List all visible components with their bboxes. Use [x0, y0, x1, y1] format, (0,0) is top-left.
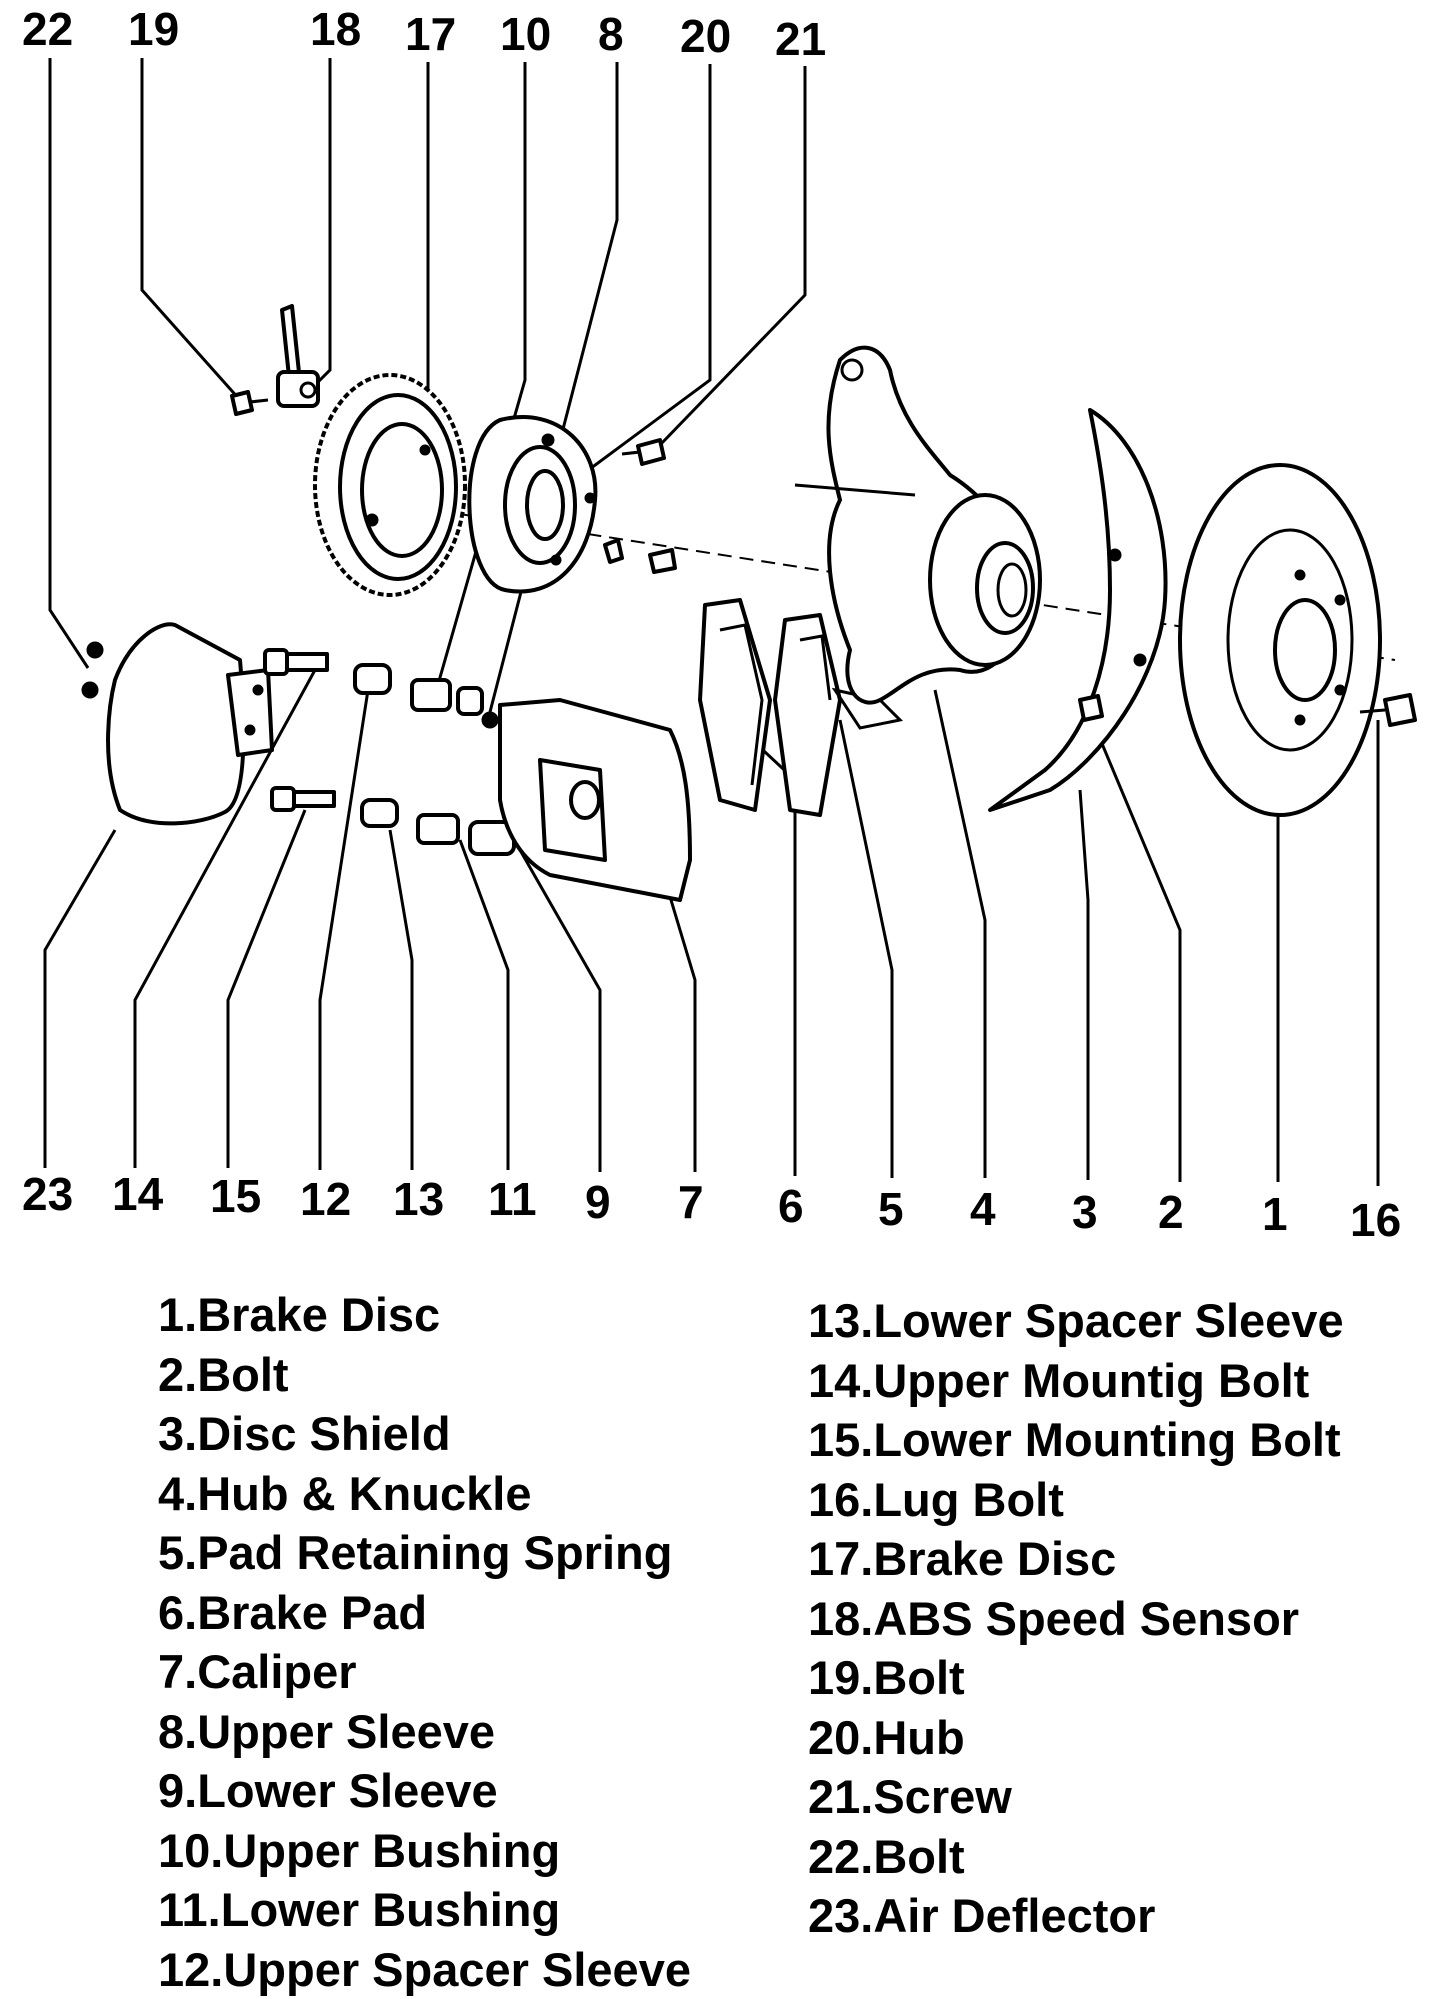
leader-9 [520, 850, 600, 1172]
legend-item: 13.Lower Spacer Sleeve [808, 1291, 1344, 1351]
leader-4 [935, 690, 985, 1178]
bolt-2 [1080, 696, 1102, 720]
abs-speed-sensor [278, 306, 318, 406]
legend-item: 6.Brake Pad [158, 1583, 691, 1643]
legend-item: 14.Upper Mountig Bolt [808, 1351, 1344, 1411]
callout-20: 20 [680, 10, 731, 62]
callout-22: 22 [22, 3, 73, 55]
legend-item: 21.Screw [808, 1767, 1344, 1827]
callout-2: 2 [1158, 1186, 1184, 1238]
leader-18 [315, 58, 330, 385]
legend-item: 22.Bolt [808, 1827, 1344, 1887]
lower-mounting-bolt [272, 788, 334, 810]
brake-disc [1180, 465, 1380, 815]
caliper [482, 700, 690, 900]
callout-17: 17 [405, 8, 456, 60]
callout-16: 16 [1350, 1194, 1401, 1246]
leader-5 [840, 720, 892, 1178]
callout-18: 18 [310, 3, 361, 55]
legend-item: 19.Bolt [808, 1648, 1344, 1708]
callout-11: 11 [488, 1173, 537, 1225]
legend-item: 5.Pad Retaining Spring [158, 1523, 691, 1583]
legend-item: 12.Upper Spacer Sleeve [158, 1940, 691, 1999]
leader-19 [142, 58, 240, 400]
callout-3: 3 [1072, 1186, 1098, 1238]
lower-bushing [418, 815, 458, 843]
upper-bushing [412, 680, 450, 710]
callouts-top: 22 19 18 17 10 8 20 21 [22, 3, 826, 65]
callout-13: 13 [393, 1173, 444, 1225]
upper-mounting-bolt [265, 650, 327, 674]
upper-sleeve [458, 688, 482, 714]
callout-8: 8 [598, 8, 624, 60]
legend-item: 15.Lower Mounting Bolt [808, 1410, 1344, 1470]
legend-item: 7.Caliper [158, 1642, 691, 1702]
bolts-22 [82, 642, 103, 698]
legend-item: 18.ABS Speed Sensor [808, 1589, 1344, 1649]
brake-pad-inner [775, 615, 840, 815]
hub-and-knuckle [795, 348, 1040, 703]
legend-right-column: 13.Lower Spacer Sleeve 14.Upper Mountig … [808, 1291, 1344, 1946]
callout-7: 7 [678, 1176, 704, 1228]
callout-9: 9 [585, 1176, 611, 1228]
callouts-bottom: 23 14 15 12 13 11 9 7 6 5 4 3 2 1 16 [22, 1168, 1401, 1246]
legend-item: 8.Upper Sleeve [158, 1702, 691, 1762]
abs-tone-ring [315, 375, 465, 595]
brake-pad-outer [700, 600, 770, 810]
legend-item: 3.Disc Shield [158, 1404, 691, 1464]
callout-4: 4 [970, 1183, 996, 1235]
lower-spacer-sleeve [362, 800, 397, 826]
hub [469, 417, 595, 591]
callout-12: 12 [300, 1173, 351, 1225]
callout-21: 21 [775, 13, 826, 65]
leader-20 [575, 64, 710, 480]
callout-6: 6 [778, 1180, 804, 1232]
callout-15: 15 [210, 1170, 261, 1222]
legend-item: 10.Upper Bushing [158, 1821, 691, 1881]
legend-item: 9.Lower Sleeve [158, 1761, 691, 1821]
callout-14: 14 [112, 1168, 164, 1220]
leader-22 [50, 58, 88, 668]
callout-23: 23 [22, 1168, 73, 1220]
legend-item: 4.Hub & Knuckle [158, 1464, 691, 1524]
bolt-19 [232, 392, 268, 414]
leader-15 [228, 810, 305, 1168]
leader-21 [660, 66, 805, 445]
legend-item: 20.Hub [808, 1708, 1344, 1768]
callout-1: 1 [1262, 1188, 1288, 1240]
leader-23 [45, 830, 115, 1168]
legend-item: 23.Air Deflector [808, 1886, 1344, 1946]
callout-5: 5 [878, 1183, 904, 1235]
legend-left-column: 1.Brake Disc 2.Bolt 3.Disc Shield 4.Hub … [158, 1285, 691, 1999]
callout-19: 19 [128, 3, 179, 55]
leader-2 [1090, 715, 1180, 1182]
legend-item: 17.Brake Disc [808, 1529, 1344, 1589]
leader-3 [1080, 790, 1088, 1180]
callout-10: 10 [500, 8, 551, 60]
exploded-brake-diagram: 22 19 18 17 10 8 20 21 23 14 15 12 13 11… [0, 0, 1440, 1270]
legend-item: 16.Lug Bolt [808, 1470, 1344, 1530]
legend-item: 11.Lower Bushing [158, 1880, 691, 1940]
leader-12 [320, 690, 368, 1170]
screw-21 [605, 440, 675, 572]
leader-11 [460, 840, 508, 1170]
leader-13 [390, 830, 412, 1170]
legend-item: 1.Brake Disc [158, 1285, 691, 1345]
leader-8 [490, 62, 617, 712]
legend-item: 2.Bolt [158, 1345, 691, 1405]
leader-7 [665, 880, 695, 1172]
upper-spacer-sleeve [355, 665, 390, 693]
leader-10 [435, 62, 525, 695]
